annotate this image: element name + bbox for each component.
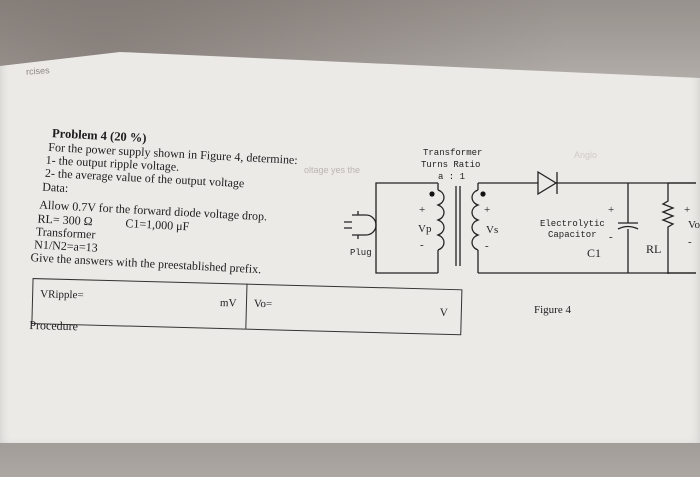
polarity-dot [429, 191, 435, 197]
power-supply-circuit-diagram: Transformer Turns Ratio a : 1 Plug Elect… [344, 148, 700, 274]
capacitor-label-line1: Electrolytic [540, 219, 605, 229]
primary-plus: + [419, 204, 425, 216]
bleed-through-text: oltage yes the [304, 165, 361, 175]
primary-coil [436, 183, 445, 273]
paper-sheet [0, 52, 700, 443]
capacitor-plus: + [608, 204, 614, 216]
figure-caption: Figure 4 [534, 304, 571, 316]
capacitor-name: C1 [587, 246, 601, 260]
polarity-dot [480, 191, 486, 197]
resistor-name: RL [646, 242, 661, 256]
secondary-minus: - [485, 240, 489, 252]
turns-ratio-heading: Turns Ratio [421, 160, 480, 170]
plug-label: Plug [350, 248, 372, 258]
output-plus: + [684, 204, 690, 216]
capacitor-minus: - [609, 231, 613, 243]
output-minus: - [688, 236, 692, 248]
transformer-core [455, 186, 461, 266]
secondary-plus: + [484, 204, 490, 216]
capacitor-symbol [617, 183, 639, 273]
bleed-through-text: Anglo [574, 150, 598, 160]
secondary-coil [471, 183, 480, 273]
primary-wire [375, 182, 438, 274]
primary-minus: - [420, 239, 424, 251]
capacitor-label-line2: Capacitor [548, 230, 597, 240]
resistor-symbol [661, 183, 675, 274]
output-voltage-edge-label: Vo [688, 219, 700, 231]
secondary-voltage-label: Vs [486, 224, 498, 236]
transformer-title: Transformer [423, 148, 482, 158]
plug-symbol [344, 211, 377, 239]
diode-symbol [537, 170, 558, 196]
output-wire [668, 182, 696, 274]
primary-voltage-label: Vp [418, 223, 432, 235]
ratio-value: a : 1 [438, 172, 465, 182]
